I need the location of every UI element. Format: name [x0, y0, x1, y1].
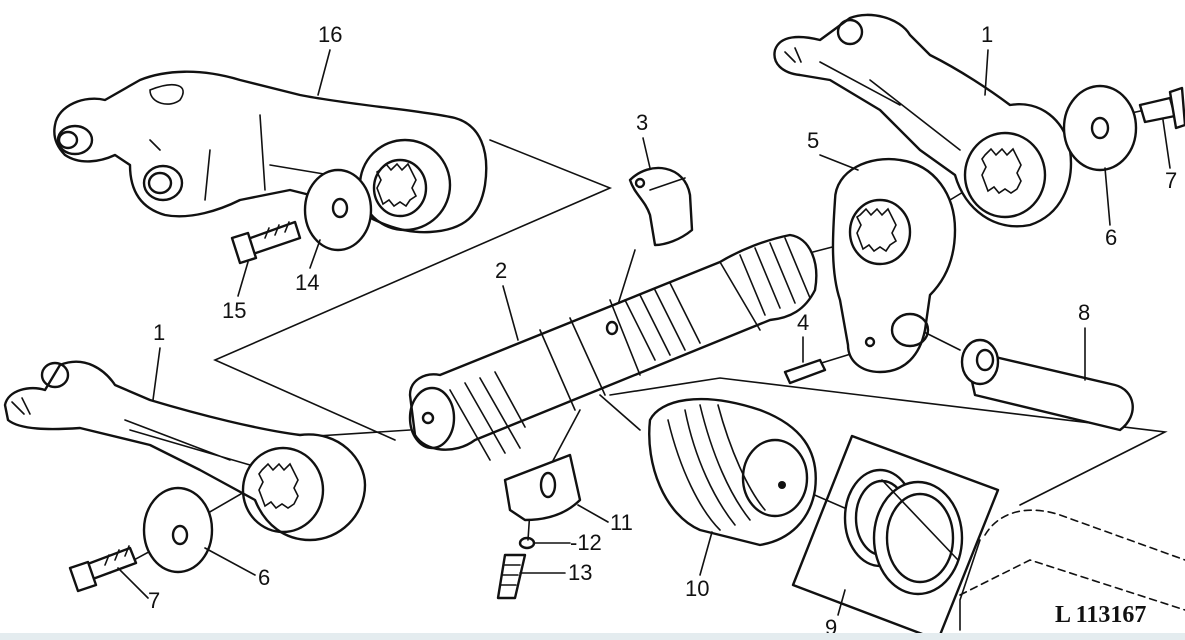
- label-4: 4: [797, 310, 809, 335]
- pin-8: [960, 338, 1134, 432]
- bolt-15: [230, 220, 302, 265]
- plate-11: [503, 453, 582, 522]
- label-15: 15: [222, 298, 246, 323]
- lock-washer-12: [518, 536, 536, 550]
- label-11: 11: [610, 510, 633, 535]
- label-7-left: 7: [148, 588, 160, 613]
- label-13: 13: [568, 560, 592, 585]
- label-6-left: 6: [258, 565, 270, 590]
- arm-1-upper: [773, 13, 1073, 228]
- label-2: 2: [495, 258, 507, 283]
- bushing-3: [628, 166, 694, 247]
- label-5: 5: [807, 128, 819, 153]
- washer-6-right: [1062, 84, 1138, 172]
- figure-reference: L 113167: [1055, 602, 1146, 628]
- shaft-2: [408, 233, 818, 461]
- label-1-top: 1: [981, 22, 993, 47]
- label-6-right: 6: [1105, 225, 1117, 250]
- bolt-7-right: [1138, 86, 1185, 130]
- arm-1-lower: [3, 360, 367, 542]
- bearing-kit-9: [791, 434, 1000, 640]
- washer-14: [303, 168, 373, 252]
- bottom-band: [0, 633, 1185, 640]
- label-3: 3: [636, 110, 648, 135]
- frame-outline: [959, 509, 1185, 631]
- pin-4: [783, 358, 827, 385]
- bolt-7-left: [68, 545, 138, 593]
- washer-6-left: [142, 486, 214, 574]
- label-16: 16: [318, 22, 342, 47]
- label-10: 10: [685, 576, 709, 601]
- label-8: 8: [1078, 300, 1090, 325]
- cap-screw-13: [496, 553, 527, 600]
- label-7-right: 7: [1165, 168, 1177, 193]
- arm-5: [831, 157, 957, 374]
- lift-arm-16: [53, 70, 488, 234]
- label-1-left: 1: [153, 320, 165, 345]
- label-14: 14: [295, 270, 319, 295]
- label-12: -12: [570, 530, 602, 555]
- seal-10: [648, 397, 817, 547]
